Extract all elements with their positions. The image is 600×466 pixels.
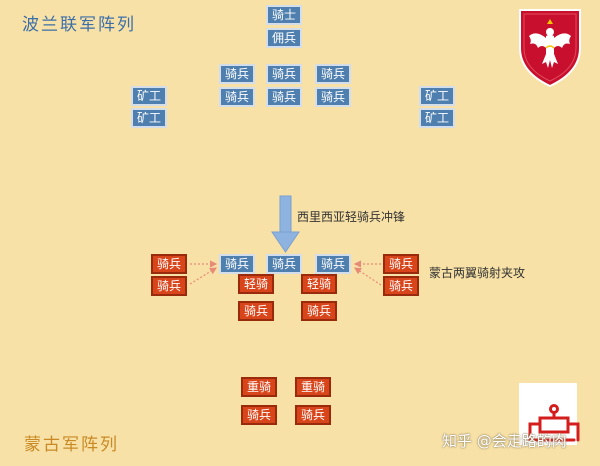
mongol-cavalry-unit: 骑兵 bbox=[151, 276, 187, 296]
mongol-light-cavalry-unit: 轻骑 bbox=[238, 274, 274, 294]
polish-cavalry-unit: 骑兵 bbox=[315, 254, 351, 274]
mongol-cavalry-unit: 骑兵 bbox=[301, 301, 337, 321]
polish-cavalry-unit: 骑兵 bbox=[315, 87, 351, 107]
watermark: 知乎 @会走路的肉 bbox=[442, 432, 567, 450]
mongol-cavalry-unit: 骑兵 bbox=[383, 276, 419, 296]
polish-miner-unit: 矿工 bbox=[419, 86, 455, 106]
mongol-light-cavalry-unit: 轻骑 bbox=[301, 274, 337, 294]
silesian-charge-label: 西里西亚轻骑兵冲锋 bbox=[297, 210, 406, 224]
mongol-army-title: 蒙古军阵列 bbox=[24, 435, 119, 455]
mongol-cavalry-unit: 骑兵 bbox=[241, 405, 277, 425]
polish-army-title: 波兰联军阵列 bbox=[22, 15, 136, 35]
mongol-heavy-cavalry-unit: 重骑 bbox=[295, 377, 331, 397]
mongol-cavalry-unit: 骑兵 bbox=[238, 301, 274, 321]
polish-cavalry-unit: 骑兵 bbox=[266, 254, 302, 274]
polish-cavalry-unit: 骑兵 bbox=[219, 87, 255, 107]
polish-cavalry-unit: 骑兵 bbox=[266, 64, 302, 84]
polish-mercenary-unit: 佣兵 bbox=[266, 28, 302, 48]
mongol-heavy-cavalry-unit: 重骑 bbox=[241, 377, 277, 397]
polish-knight-unit: 骑士 bbox=[266, 5, 302, 25]
polish-miner-unit: 矿工 bbox=[419, 108, 455, 128]
mongol-cavalry-unit: 骑兵 bbox=[383, 254, 419, 274]
polish-cavalry-unit: 骑兵 bbox=[315, 64, 351, 84]
polish-cavalry-unit: 骑兵 bbox=[219, 254, 255, 274]
polish-cavalry-unit: 骑兵 bbox=[266, 87, 302, 107]
mongol-cavalry-unit: 骑兵 bbox=[151, 254, 187, 274]
pincer-attack-label: 蒙古两翼骑射夹攻 bbox=[429, 266, 526, 280]
polish-cavalry-unit: 骑兵 bbox=[219, 64, 255, 84]
polish-miner-unit: 矿工 bbox=[131, 108, 167, 128]
mongol-cavalry-unit: 骑兵 bbox=[295, 405, 331, 425]
polish-miner-unit: 矿工 bbox=[131, 86, 167, 106]
